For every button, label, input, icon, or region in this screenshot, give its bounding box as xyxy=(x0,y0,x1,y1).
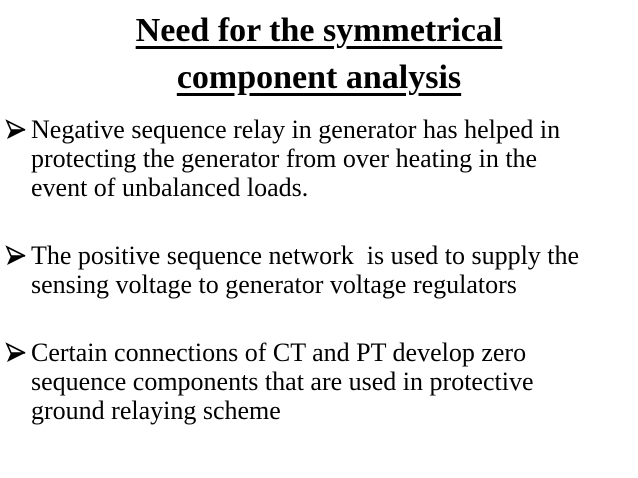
bullet-text: The positive sequence network is used to… xyxy=(31,241,630,299)
title-line-2: component analysis xyxy=(0,54,638,101)
arrowhead-right-icon xyxy=(5,338,31,364)
bullet-list: Negative sequence relay in generator has… xyxy=(0,115,638,425)
bullet-line: protecting the generator from over heati… xyxy=(31,144,538,173)
bullet-item-3: Certain connections of CT and PT develop… xyxy=(5,338,630,425)
bullet-text: Negative sequence relay in generator has… xyxy=(31,115,630,202)
bullet-text: Certain connections of CT and PT develop… xyxy=(31,338,630,425)
arrowhead-right-icon xyxy=(5,241,31,267)
bullet-line: sequence components that are used in pro… xyxy=(31,367,534,396)
bullet-item-2: The positive sequence network is used to… xyxy=(5,241,630,299)
arrowhead-right-icon xyxy=(5,115,31,141)
bullet-line: ground relaying scheme xyxy=(31,396,281,425)
bullet-item-1: Negative sequence relay in generator has… xyxy=(5,115,630,202)
title-line-1: Need for the symmetrical xyxy=(0,7,638,54)
bullet-line: event of unbalanced loads. xyxy=(31,173,309,202)
bullet-line: Negative sequence relay in generator has… xyxy=(31,115,561,144)
title-line-2-text: component analysis xyxy=(176,59,462,96)
bullet-line: The positive sequence network is used to… xyxy=(31,241,580,270)
title-line-1-text: Need for the symmetrical xyxy=(135,12,503,49)
bullet-line: Certain connections of CT and PT develop… xyxy=(31,338,527,367)
slide-title: Need for the symmetrical component analy… xyxy=(0,0,638,101)
bullet-line: sensing voltage to generator voltage reg… xyxy=(31,270,517,299)
